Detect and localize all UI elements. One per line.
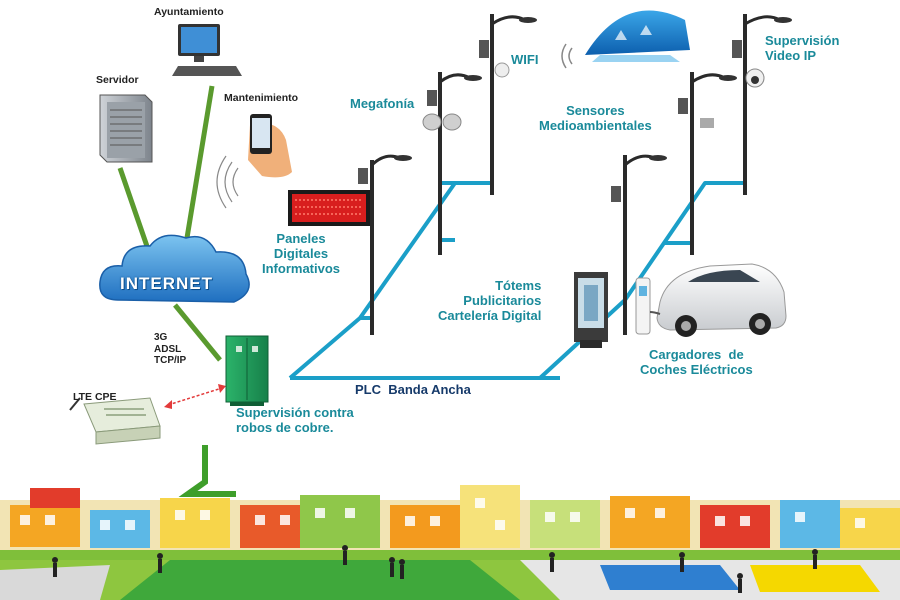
label-supervision-cobre: Supervisión contra robos de cobre. xyxy=(236,405,354,435)
label-video-ip: Supervisión Video IP xyxy=(765,33,840,63)
cabinet-link-line xyxy=(173,303,222,362)
label-lte-cpe: LTE CPE xyxy=(73,391,117,403)
label-totems: Tótems Publicitarios Cartelería Digital xyxy=(438,278,542,323)
label-internet: INTERNET xyxy=(120,274,213,293)
electric-car-icon xyxy=(649,263,787,337)
electrical-cabinet-icon xyxy=(225,335,269,406)
label-mantenimiento: Mantenimiento xyxy=(224,92,299,104)
street-lamp-icon xyxy=(678,72,737,255)
label-wifi: WIFI xyxy=(511,52,539,67)
ev-charger-icon xyxy=(635,277,651,335)
led-panel-icon xyxy=(288,190,370,226)
lte-link-arrow xyxy=(164,384,226,409)
label-megafonia: Megafonía xyxy=(350,96,415,111)
server-link-line xyxy=(117,167,153,256)
label-plc-banda-ancha: PLC Banda Ancha xyxy=(355,382,471,397)
smartphone-icon xyxy=(216,114,292,209)
advertising-totem-icon xyxy=(574,272,608,348)
desktop-computer-icon xyxy=(172,24,242,76)
server-tower-icon xyxy=(99,94,153,163)
label-servidor: Servidor xyxy=(96,74,139,86)
street-lamp-icon xyxy=(422,72,482,255)
street-lamp-icon xyxy=(479,14,537,195)
street-lamp-icon xyxy=(732,14,792,195)
cloud-icon xyxy=(99,234,250,303)
label-cargadores: Cargadores de Coches Eléctricos xyxy=(640,347,753,377)
lte-router-icon xyxy=(69,397,161,445)
label-paneles: Paneles Digitales Informativos xyxy=(262,231,341,276)
ground-link-line xyxy=(178,445,236,497)
street-lamp-icon xyxy=(611,154,667,335)
ayuntamiento-link-line xyxy=(182,85,215,251)
label-connectivity: 3G ADSL TCP/IP xyxy=(154,332,187,366)
city-street-illustration xyxy=(0,485,900,600)
wifi-antenna-icon xyxy=(561,10,690,69)
label-ayuntamiento: Ayuntamiento xyxy=(154,6,224,18)
label-sensores: Sensores Medioambientales xyxy=(539,103,652,133)
street-lamp-icon xyxy=(358,154,412,335)
